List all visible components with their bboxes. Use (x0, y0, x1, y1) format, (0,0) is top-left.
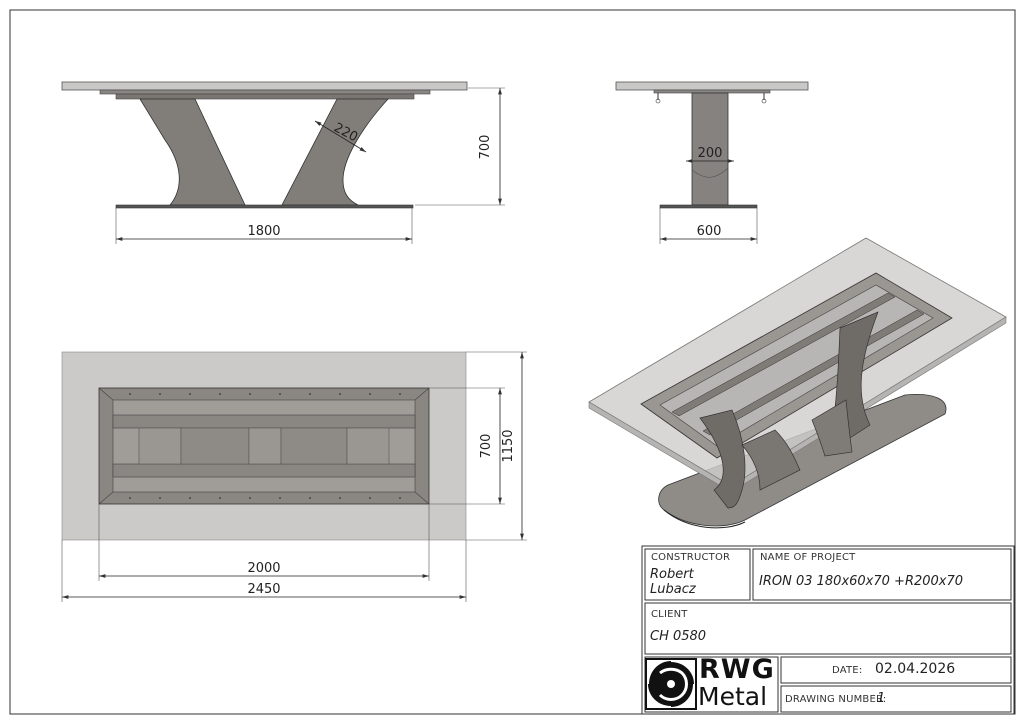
frame-miter-tr (414, 387, 430, 401)
dim-label-1150: 1150 (501, 429, 516, 462)
side-view: 200 600 (615, 81, 809, 244)
top-rail-lower (112, 463, 416, 478)
top-view: 700 1150 2000 2450 (61, 351, 527, 602)
drawing-number-value: 1 (877, 691, 886, 706)
side-bolt-left (655, 98, 661, 104)
front-tabletop (61, 81, 468, 91)
leg-section-5 (346, 427, 390, 465)
top-rail-upper (112, 414, 416, 429)
iso-base-edge (663, 509, 746, 529)
dim-label-2450: 2450 (247, 582, 280, 597)
constructor-name-line2: Lubacz (650, 582, 696, 597)
project-name: IRON 03 180x60x70 +R200x70 (759, 574, 964, 589)
leg-section-1 (138, 427, 182, 465)
frame-miter-br (414, 491, 430, 505)
frame-bolt-holes (129, 393, 401, 499)
side-frame (653, 89, 771, 94)
front-left-leg (139, 98, 246, 206)
client-name: CH 0580 (650, 629, 707, 644)
drawing-number-label: DRAWING NUMBER: (785, 694, 887, 705)
side-base-plate (659, 204, 758, 209)
dim-label-200: 200 (698, 146, 723, 161)
front-frame-rail-lower (115, 93, 415, 100)
client-label: CLIENT (651, 609, 688, 620)
leg-section-3 (248, 427, 282, 465)
iso-leg-front-2 (741, 429, 801, 491)
front-view: 220 700 1800 (61, 81, 505, 244)
leg-section-4 (280, 427, 348, 465)
dim-line-220 (314, 120, 367, 153)
logo-text-rwg: RWG (699, 654, 775, 685)
constructor-label: CONSTRUCTOR (651, 552, 731, 563)
logo-text-metal: Metal (698, 682, 768, 711)
date-value: 02.04.2026 (875, 661, 956, 677)
dim-label-700-top: 700 (479, 434, 494, 459)
date-label: DATE: (832, 665, 863, 676)
front-frame-rail (99, 89, 431, 95)
side-leg-curve (691, 167, 729, 178)
dim-label-2000: 2000 (247, 561, 280, 576)
front-right-leg (281, 98, 389, 206)
frame-miter-tl (98, 387, 114, 401)
leg-section-2 (180, 427, 250, 465)
side-tabletop (615, 81, 809, 91)
isometric-view (588, 237, 1007, 529)
iso-leg-back-2 (811, 399, 853, 457)
sheet-border (9, 9, 1016, 715)
dim-label-700-front: 700 (478, 135, 493, 160)
front-base-plate (115, 204, 414, 209)
title-block (641, 545, 1015, 715)
dim-label-1800: 1800 (247, 224, 280, 239)
rwg-logo-icon (645, 658, 697, 710)
frame-miter-bl (98, 491, 114, 505)
project-label: NAME OF PROJECT (760, 552, 856, 563)
iso-rail-1 (671, 292, 896, 417)
dim-label-600: 600 (697, 224, 722, 239)
constructor-name-line1: Robert (650, 567, 694, 582)
side-bolt-right (761, 98, 767, 104)
